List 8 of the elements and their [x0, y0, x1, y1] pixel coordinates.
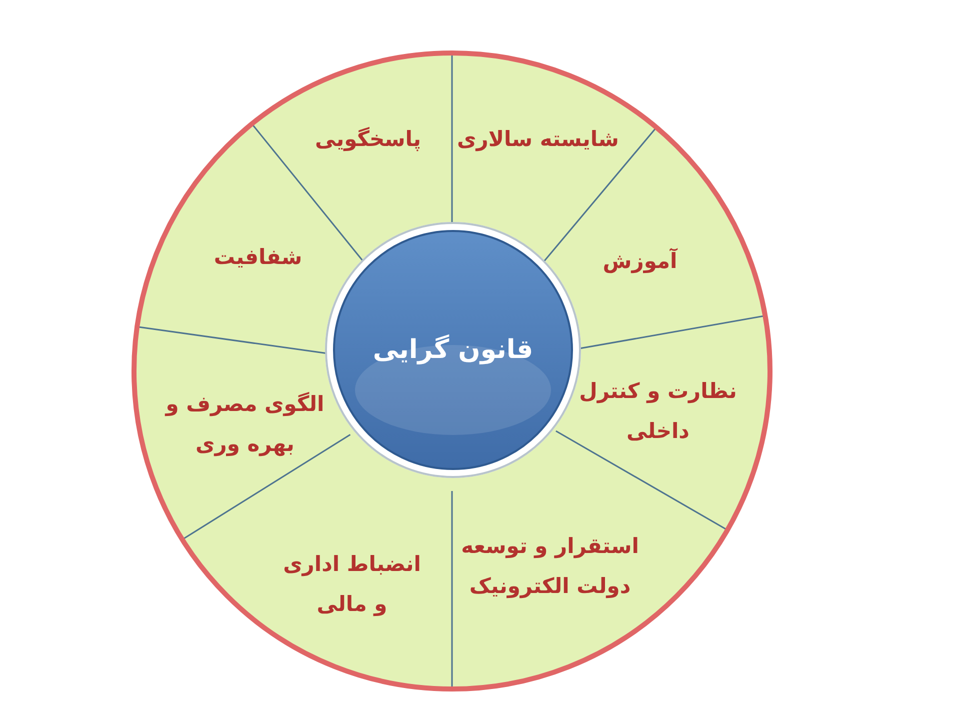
segment-label: الگوی مصرف و بهره وری: [165, 385, 325, 465]
segment-label: انضباط اداری و مالی: [277, 545, 427, 625]
segment-label: شفافیت: [183, 238, 333, 278]
center-label: قانون گرایی: [372, 334, 534, 366]
center-circle: [325, 222, 581, 478]
segment-label: استقرار و توسعه دولت الکترونیک: [450, 527, 650, 607]
segment-label: نظارت و کنترل داخلی: [578, 372, 738, 452]
segment-label: آموزش: [565, 242, 715, 282]
